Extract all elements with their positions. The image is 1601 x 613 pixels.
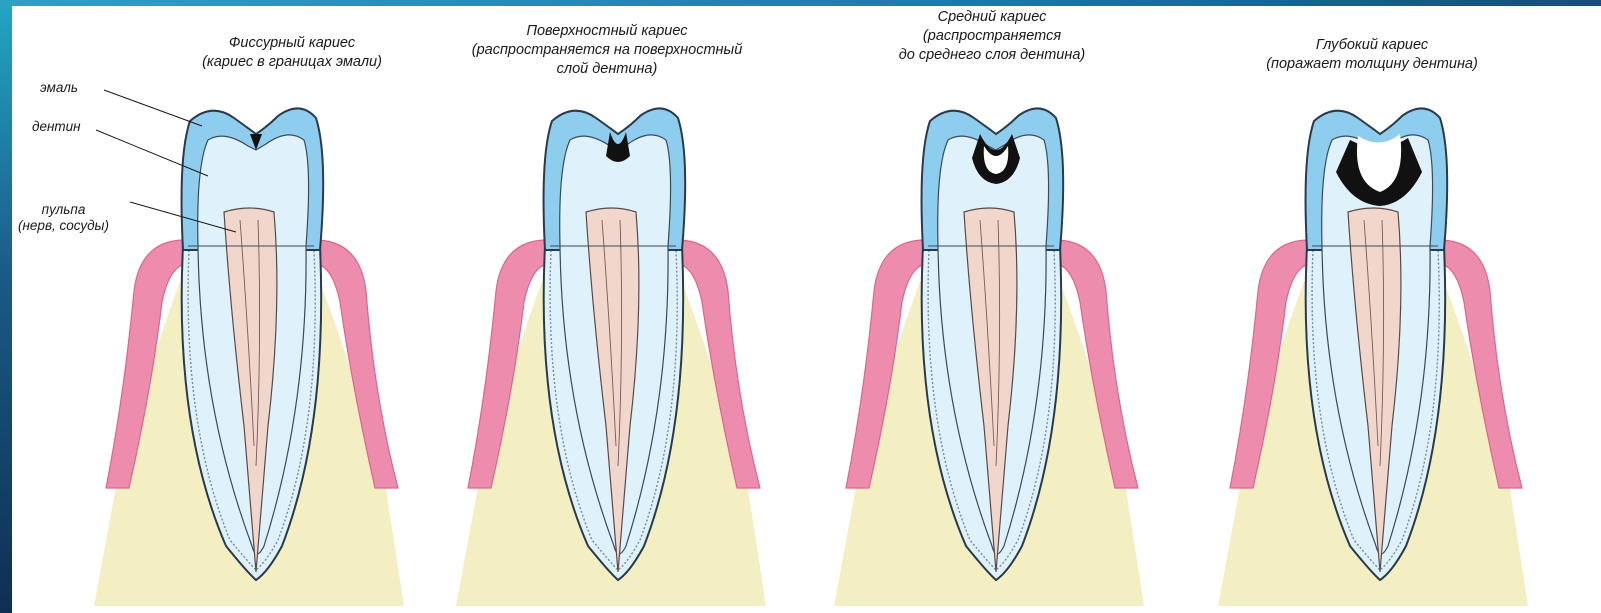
label-pulp-text: пульпа xyxy=(18,202,109,218)
label-pulp-subtext: (нерв, сосуды) xyxy=(18,218,109,234)
tooth-fissure xyxy=(94,108,404,606)
stage-title-line: (распространяется на поверхностный xyxy=(427,41,787,60)
stage-title-line: слой дентина) xyxy=(427,60,787,79)
label-enamel: эмаль xyxy=(40,80,78,96)
stage-title-fissure: Фиссурный кариес (кариес в границах эмал… xyxy=(162,34,422,72)
tooth-medium xyxy=(834,108,1144,606)
label-pulp: пульпа (нерв, сосуды) xyxy=(18,202,109,234)
tooth-superficial xyxy=(456,108,766,606)
stage-title-deep: Глубокий кариес (поражает толщину дентин… xyxy=(1207,36,1537,74)
label-enamel-text: эмаль xyxy=(40,80,78,96)
slide-frame-left xyxy=(0,0,12,613)
caries-diagram: Фиссурный кариес (кариес в границах эмал… xyxy=(12,6,1601,613)
stage-title-medium: Средний кариес (распространяется до сред… xyxy=(842,8,1142,65)
stage-title-line: (распространяется xyxy=(842,27,1142,46)
stage-title-line: до среднего слоя дентина) xyxy=(842,46,1142,65)
stage-title-line: Глубокий кариес xyxy=(1207,36,1537,55)
tooth-deep xyxy=(1218,108,1528,606)
teeth-illustration xyxy=(12,6,1601,613)
pointer-enamel xyxy=(104,90,202,126)
label-dentin: дентин xyxy=(32,119,81,135)
stage-title-superficial: Поверхностный кариес (распространяется н… xyxy=(427,22,787,79)
stage-title-line: Средний кариес xyxy=(842,8,1142,27)
label-dentin-text: дентин xyxy=(32,119,81,135)
stage-title-line: Поверхностный кариес xyxy=(427,22,787,41)
stage-title-line: (поражает толщину дентина) xyxy=(1207,55,1537,74)
stage-title-line: Фиссурный кариес xyxy=(162,34,422,53)
stage-title-line: (кариес в границах эмали) xyxy=(162,53,422,72)
